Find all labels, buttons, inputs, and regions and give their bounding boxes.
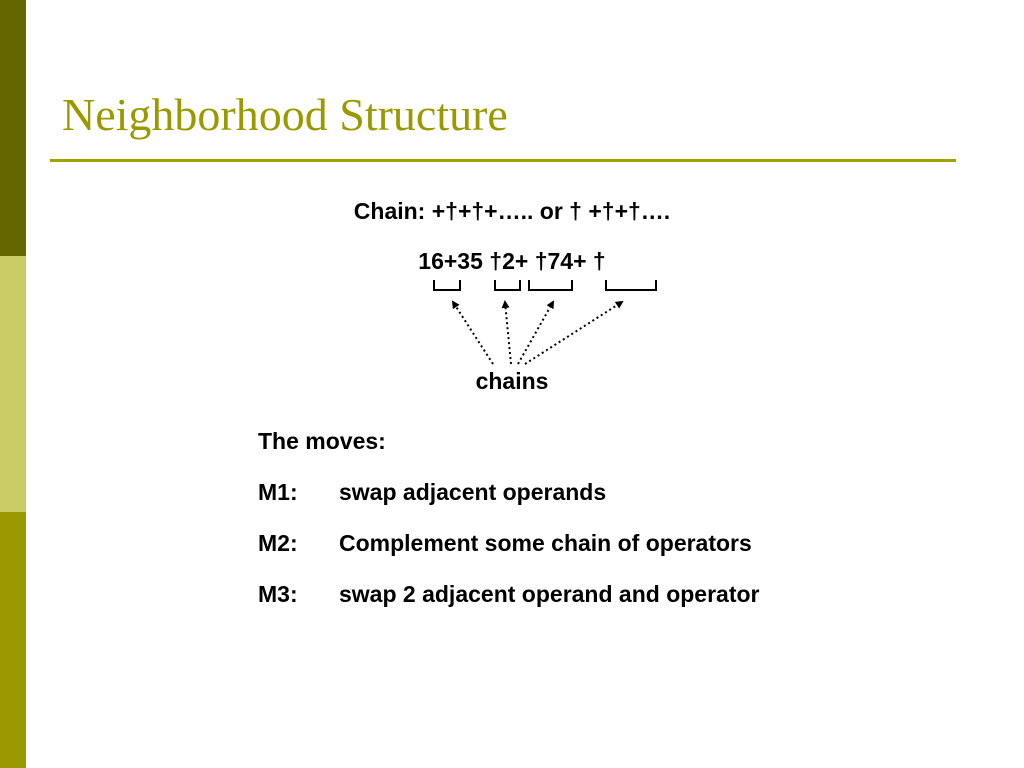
sidebar-segment-top (0, 0, 26, 256)
sidebar-segment-middle (0, 256, 26, 512)
chain-arrow (501, 300, 512, 365)
move-item: M2: Complement some chain of operators (258, 527, 760, 578)
move-text: swap adjacent operands (339, 479, 607, 505)
example-expression: 16+35 †2+ †74+ † (418, 248, 606, 274)
chain-arrow (517, 300, 554, 365)
chains-label: chains (475, 368, 549, 394)
chain-brackets (433, 280, 657, 291)
move-item: M1: swap adjacent operands (258, 476, 760, 527)
moves-list: The moves: M1: swap adjacent operands M2… (258, 425, 760, 629)
move-id: M3: (258, 581, 298, 607)
title-underline (50, 159, 956, 162)
chain-bracket (528, 280, 573, 291)
chain-bracket (433, 280, 461, 291)
slide-title: Neighborhood Structure (62, 89, 508, 140)
move-item: M3: swap 2 adjacent operand and operator (258, 578, 760, 629)
sidebar-segment-bottom (0, 512, 26, 768)
chain-bracket (605, 280, 657, 291)
move-text: Complement some chain of operators (339, 530, 752, 556)
chain-arrow (524, 300, 624, 365)
moves-heading: The moves: (258, 428, 386, 454)
move-id: M1: (258, 479, 298, 505)
move-text: swap 2 adjacent operand and operator (339, 581, 760, 607)
chain-definition: Chain: +†+†+….. or † +†+†…. (353, 198, 671, 224)
chain-arrow (451, 300, 494, 365)
chain-arrows (451, 300, 624, 365)
chain-bracket (494, 280, 521, 291)
sidebar-color-bar (0, 0, 26, 768)
move-id: M2: (258, 530, 298, 556)
